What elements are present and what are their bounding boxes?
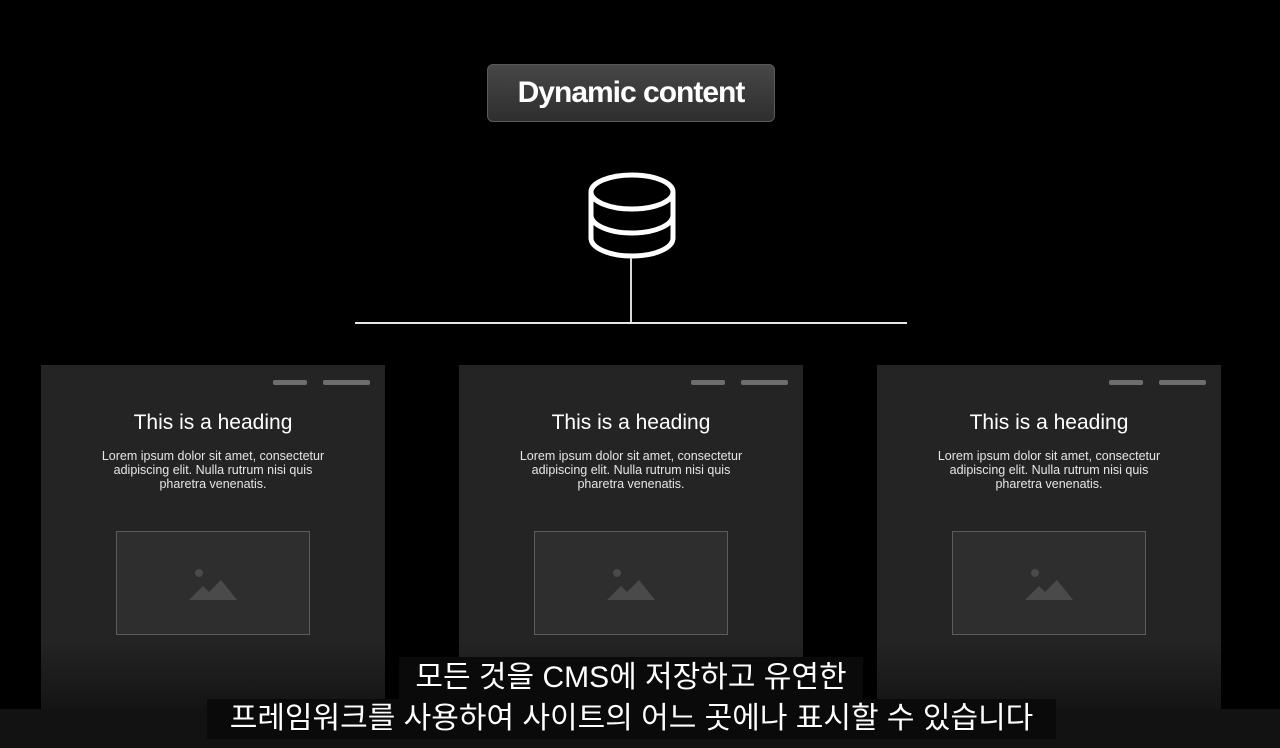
subtitle-line-1: 모든 것을 CMS에 저장하고 유연한 <box>399 657 863 699</box>
card-body: Lorem ipsum dolor sit amet, consectetur … <box>937 449 1161 491</box>
nav-placeholder <box>323 380 370 385</box>
card-heading: This is a heading <box>133 411 293 434</box>
image-placeholder <box>534 531 728 635</box>
subtitle-line-2: 프레임워크를 사용하여 사이트의 어느 곳에나 표시할 수 있습니다 <box>207 699 1056 739</box>
image-placeholder <box>952 531 1146 635</box>
page-card-3: This is a heading Lorem ipsum dolor sit … <box>877 365 1221 709</box>
page-card-2: This is a heading Lorem ipsum dolor sit … <box>459 365 803 709</box>
card-heading: This is a heading <box>969 411 1129 434</box>
connector-horizontal <box>355 322 907 324</box>
card-body: Lorem ipsum dolor sit amet, consectetur … <box>101 449 325 491</box>
page-card-1: This is a heading Lorem ipsum dolor sit … <box>41 365 385 709</box>
nav-placeholder <box>273 380 307 385</box>
card-heading: This is a heading <box>551 411 711 434</box>
image-icon <box>1025 569 1073 600</box>
image-icon <box>189 569 237 600</box>
nav-placeholder <box>1109 380 1143 385</box>
image-icon <box>607 569 655 600</box>
connector-vertical <box>630 258 632 324</box>
card-body: Lorem ipsum dolor sit amet, consectetur … <box>519 449 743 491</box>
database-icon <box>588 172 676 259</box>
nav-placeholder <box>741 380 788 385</box>
nav-placeholder <box>691 380 725 385</box>
dynamic-content-badge: Dynamic content <box>487 64 775 122</box>
image-placeholder <box>116 531 310 635</box>
nav-placeholder <box>1159 380 1206 385</box>
